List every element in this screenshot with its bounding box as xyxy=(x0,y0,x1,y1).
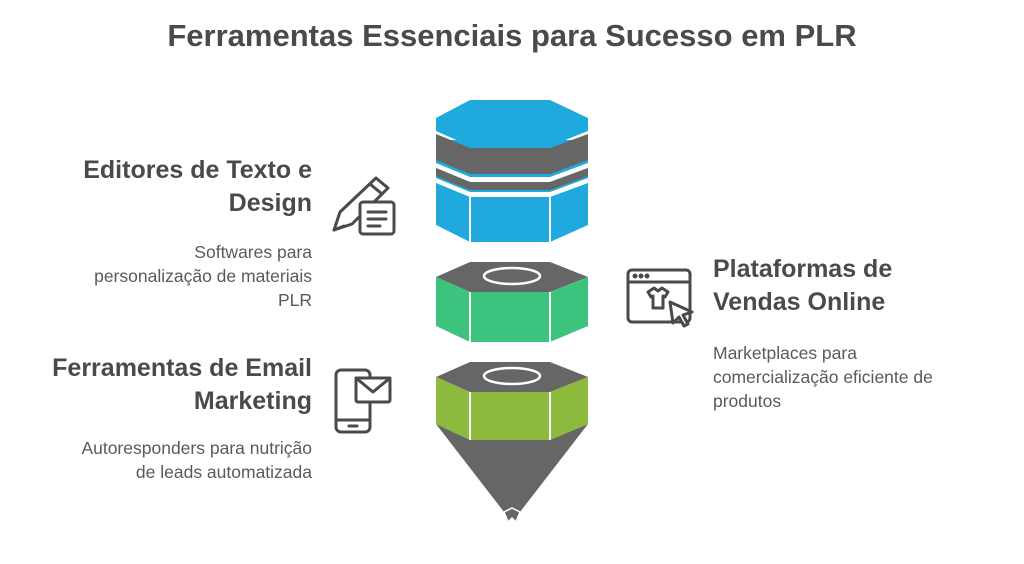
page-title: Ferramentas Essenciais para Sucesso em P… xyxy=(167,18,857,53)
desc-editores: Softwares para personalização de materia… xyxy=(20,240,312,312)
heading-email-line1: Ferramentas de Email xyxy=(52,354,312,382)
desc-editores-line2: personalização de materiais xyxy=(94,266,312,286)
segment-olive xyxy=(436,362,588,440)
phone-email-icon xyxy=(334,368,392,434)
online-store-icon xyxy=(626,268,694,328)
heading-plataformas-line1: Plataformas de xyxy=(713,255,893,283)
desc-plataformas-line2: comercialização eficiente de xyxy=(713,367,933,387)
pencil-document-icon xyxy=(332,176,396,236)
heading-plataformas: Plataformas de Vendas Online xyxy=(713,253,1013,319)
desc-plataformas-line3: produtos xyxy=(713,391,782,411)
desc-editores-line3: PLR xyxy=(277,290,312,310)
heading-editores: Editores de Texto e Design xyxy=(40,154,312,220)
desc-plataformas: Marketplaces para comercialização eficie… xyxy=(713,341,1013,413)
heading-editores-line1: Editores de Texto e xyxy=(83,156,312,184)
desc-email-line2: de leads automatizada xyxy=(135,462,312,482)
heading-email: Ferramentas de Email Marketing xyxy=(20,352,312,418)
desc-email-line1: Autoresponders para nutrição xyxy=(81,438,312,458)
heading-email-line2: Marketing xyxy=(193,387,312,415)
desc-editores-line1: Softwares para xyxy=(194,242,312,262)
segment-blue xyxy=(436,100,588,242)
heading-plataformas-line2: Vendas Online xyxy=(713,288,886,316)
desc-plataformas-line1: Marketplaces para xyxy=(713,343,857,363)
pencil-tip xyxy=(436,424,588,524)
segment-green xyxy=(436,262,588,342)
desc-email: Autoresponders para nutrição de leads au… xyxy=(20,436,312,484)
heading-editores-line2: Design xyxy=(228,189,312,217)
